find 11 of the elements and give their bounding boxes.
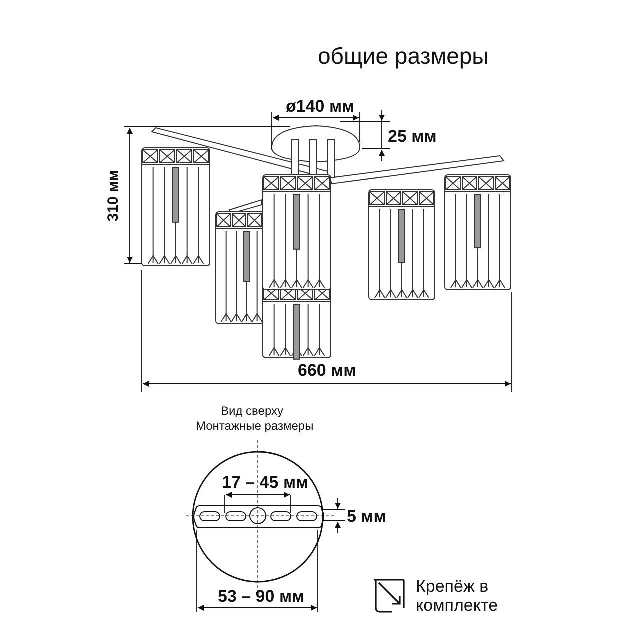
dimension-label: 660 мм xyxy=(298,362,356,381)
title: общие размеры xyxy=(318,44,489,70)
dimension-label: 53 – 90 мм xyxy=(218,588,305,607)
dimension-label: ø140 мм xyxy=(286,98,355,117)
dimension-label: 5 мм xyxy=(347,508,386,527)
dimension-label: 310 мм xyxy=(106,170,122,222)
note-text: Крепёж в комплекте xyxy=(416,578,500,616)
dimension-label: 25 мм xyxy=(388,128,437,147)
view-caption: Вид сверху xyxy=(221,405,284,418)
dimension-label: 17 – 45 мм xyxy=(222,474,309,493)
view-caption: Монтажные размеры xyxy=(196,420,314,434)
